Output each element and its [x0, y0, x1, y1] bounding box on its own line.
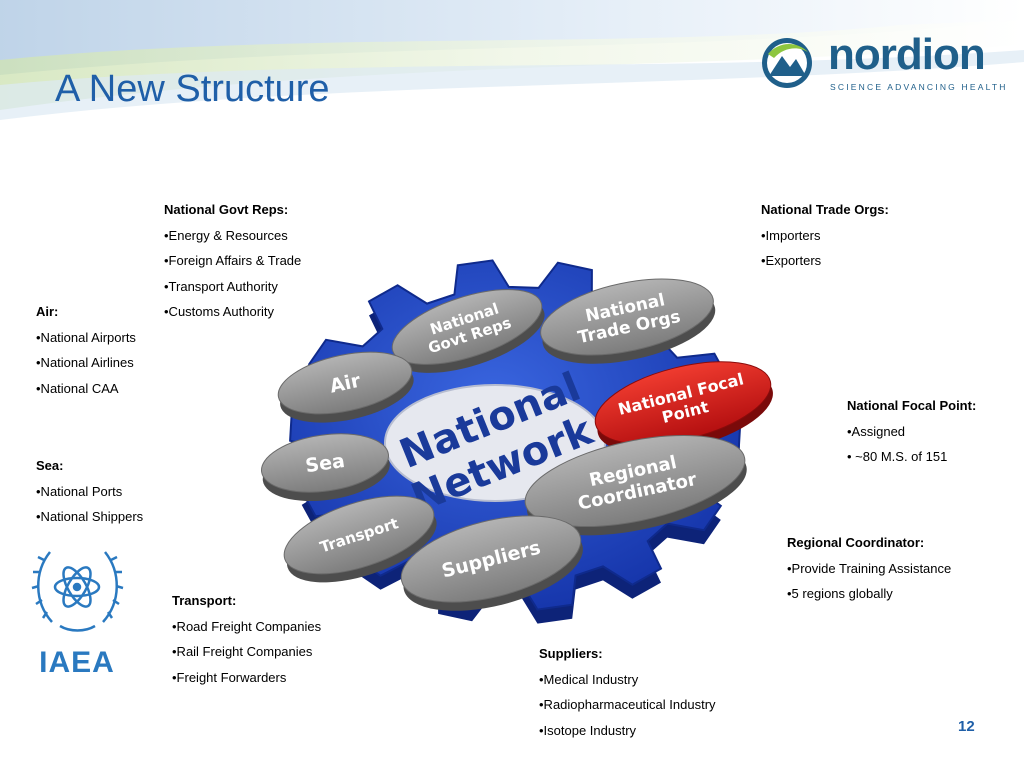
info-govt-item: •Foreign Affairs & Trade [164, 253, 302, 269]
nordion-logo: nordion SCIENCE ADVANCING HEALTH [758, 30, 1005, 94]
page-number: 12 [958, 718, 975, 735]
info-sea: Sea: •National Ports •National Shippers [36, 453, 143, 530]
info-govt-item: •Energy & Resources [164, 227, 288, 243]
info-transport: Transport: •Road Freight Companies •Rail… [172, 588, 321, 690]
info-trade: National Trade Orgs: •Importers •Exporte… [761, 197, 889, 274]
info-trade-heading: National Trade Orgs: [761, 202, 889, 217]
info-transport-item: •Rail Freight Companies [172, 644, 313, 660]
info-suppliers: Suppliers: •Medical Industry •Radiopharm… [539, 641, 716, 743]
info-sea-item: •National Ports [36, 483, 123, 499]
info-air-heading: Air: [36, 304, 59, 319]
info-regional: Regional Coordinator: •Provide Training … [787, 530, 951, 607]
node-transport: Transport [283, 495, 437, 583]
info-regional-item: •5 regions globally [787, 586, 893, 602]
info-focal-item: • ~80 M.S. of 151 [847, 449, 948, 465]
info-sea-heading: Sea: [36, 458, 64, 473]
info-suppliers-item: •Isotope Industry [539, 722, 637, 738]
info-air: Air: •National Airports •National Airlin… [36, 299, 136, 401]
info-sea-item: •National Shippers [36, 509, 144, 525]
node-sea-label: Sea [304, 450, 346, 477]
info-regional-heading: Regional Coordinator: [787, 535, 925, 550]
info-focal-item: •Assigned [847, 423, 906, 439]
info-air-item: •National Airports [36, 329, 136, 345]
info-govt-heading: National Govt Reps: [164, 202, 289, 217]
info-govt: National Govt Reps: •Energy & Resources … [164, 197, 301, 325]
info-transport-item: •Road Freight Companies [172, 618, 322, 634]
slide-title: A New Structure [55, 68, 330, 110]
nordion-wordmark: nordion [828, 30, 986, 79]
info-suppliers-item: •Radiopharmaceutical Industry [539, 697, 716, 713]
node-air: Air [277, 351, 414, 423]
mountain-swirl-icon [762, 38, 812, 88]
info-trade-item: •Importers [761, 227, 821, 243]
iaea-logo-text: IAEA [39, 646, 115, 679]
info-suppliers-heading: Suppliers: [539, 646, 603, 661]
node-sea: Sea [261, 433, 390, 502]
info-focal: National Focal Point: •Assigned • ~80 M.… [847, 393, 976, 470]
iaea-logo: IAEA [31, 551, 124, 679]
info-focal-heading: National Focal Point: [847, 398, 977, 413]
info-transport-item: •Freight Forwarders [172, 669, 287, 685]
info-transport-heading: Transport: [172, 593, 237, 608]
node-suppliers: Suppliers [400, 515, 583, 611]
info-suppliers-item: •Medical Industry [539, 671, 639, 687]
nordion-tagline: SCIENCE ADVANCING HEALTH [830, 82, 1008, 92]
info-regional-item: •Provide Training Assistance [787, 560, 952, 576]
atom-wreath-icon [31, 551, 124, 632]
info-air-item: •National CAA [36, 380, 119, 396]
info-govt-item: •Customs Authority [164, 304, 275, 320]
info-air-item: •National Airlines [36, 355, 134, 371]
info-govt-item: •Transport Authority [164, 278, 278, 294]
info-trade-item: •Exporters [761, 253, 822, 269]
